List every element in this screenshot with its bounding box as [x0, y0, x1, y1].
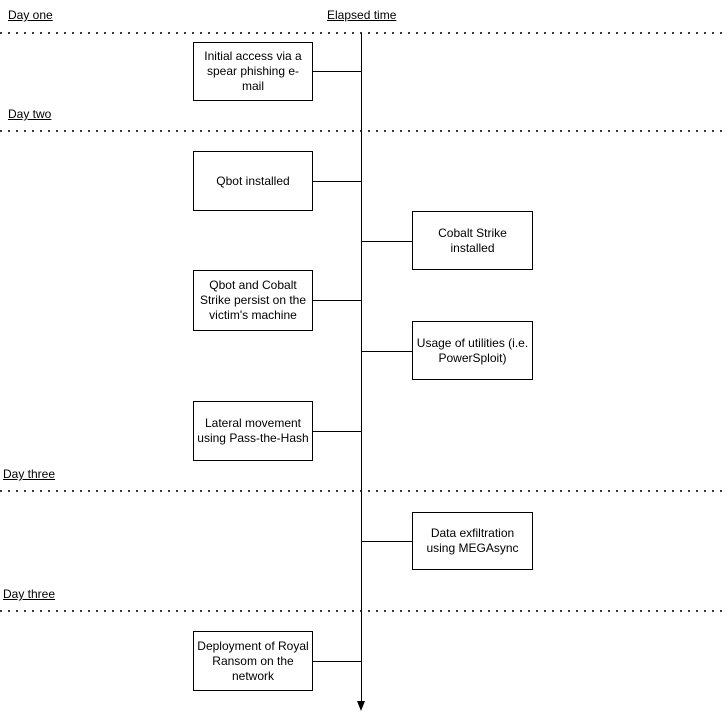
day-marker-label: Day one — [8, 8, 53, 22]
event-node: Deployment of Royal Ransom on the networ… — [193, 631, 313, 691]
event-node: Cobalt Strike installed — [412, 211, 533, 270]
day-divider-line — [0, 32, 728, 34]
connector-line — [312, 431, 361, 432]
event-node: Qbot installed — [193, 151, 313, 211]
connector-line — [312, 71, 361, 72]
axis-title: Elapsed time — [327, 8, 397, 22]
day-divider-line — [0, 130, 728, 132]
day-divider-line — [0, 610, 728, 612]
day-marker-label: Day three — [3, 467, 56, 481]
connector-line — [361, 351, 412, 352]
connector-line — [312, 181, 361, 182]
event-node: Qbot and Cobalt Strike persist on the vi… — [193, 270, 313, 331]
day-marker-label: Day three — [3, 587, 56, 601]
timeline-axis-line — [361, 33, 362, 703]
event-node: Usage of utilities (i.e. PowerSploit) — [412, 321, 533, 380]
connector-line — [361, 241, 412, 242]
connector-line — [312, 300, 361, 301]
connector-line — [312, 661, 361, 662]
event-node: Initial access via a spear phishing e-ma… — [193, 42, 313, 101]
day-marker-label: Day two — [8, 107, 52, 121]
event-node: Lateral movement using Pass-the-Hash — [193, 401, 313, 461]
day-divider-line — [0, 490, 728, 492]
connector-line — [361, 541, 412, 542]
timeline-arrowhead-icon — [357, 701, 365, 711]
event-node: Data exfiltration using MEGAsync — [412, 512, 533, 570]
